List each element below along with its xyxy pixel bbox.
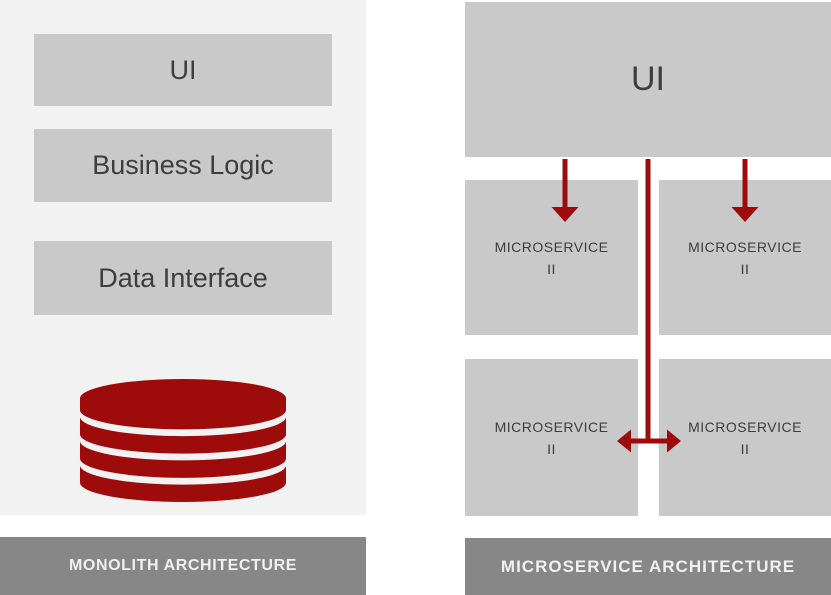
monolith-layer-business-logic-label: Business Logic: [92, 150, 274, 180]
monolith-layer-data-interface-label: Data Interface: [98, 262, 268, 293]
monolith-layer-data-interface: Data Interface: [34, 241, 332, 315]
microservice-box-bottom-right: MICROSERVICE II: [659, 359, 831, 516]
database-band-1: [80, 416, 286, 454]
database-top-disc: [80, 379, 286, 430]
microservice-box-top-right: MICROSERVICE II: [659, 180, 831, 335]
monolith-caption-label: MONOLITH ARCHITECTURE: [69, 557, 297, 574]
microservice-label-line2: II: [740, 440, 750, 457]
microservice-label-line2: II: [547, 440, 556, 457]
microservice-label-line2: II: [547, 260, 556, 277]
monolith-layer-ui-label: UI: [169, 54, 197, 85]
microservice-label-line2: II: [740, 260, 750, 277]
microservice-ui-box: UI: [465, 2, 831, 157]
database-band-3: [80, 465, 286, 503]
monolith-caption-bar: MONOLITH ARCHITECTURE: [0, 537, 366, 595]
microservice-ui-label: UI: [631, 60, 665, 98]
microservice-label-line1: MICROSERVICE: [688, 418, 802, 435]
monolith-panel: UI Business Logic Data Interface: [0, 0, 366, 515]
monolith-layer-business-logic: Business Logic: [34, 129, 332, 202]
microservice-caption-bar: MICROSERVICE ARCHITECTURE: [465, 538, 831, 595]
microservice-label-line1: MICROSERVICE: [688, 238, 802, 255]
microservice-caption-label: MICROSERVICE ARCHITECTURE: [500, 556, 796, 576]
microservice-label-line1: MICROSERVICE: [494, 238, 609, 255]
microservice-box-top-left: MICROSERVICE II: [465, 180, 638, 335]
microservice-box-bottom-left: MICROSERVICE II: [465, 359, 638, 516]
database-icon: [80, 379, 286, 503]
connector-line: [645, 159, 651, 443]
microservice-label-line1: MICROSERVICE: [494, 418, 609, 435]
database-band-2: [80, 441, 286, 478]
monolith-layer-ui: UI: [34, 34, 332, 106]
